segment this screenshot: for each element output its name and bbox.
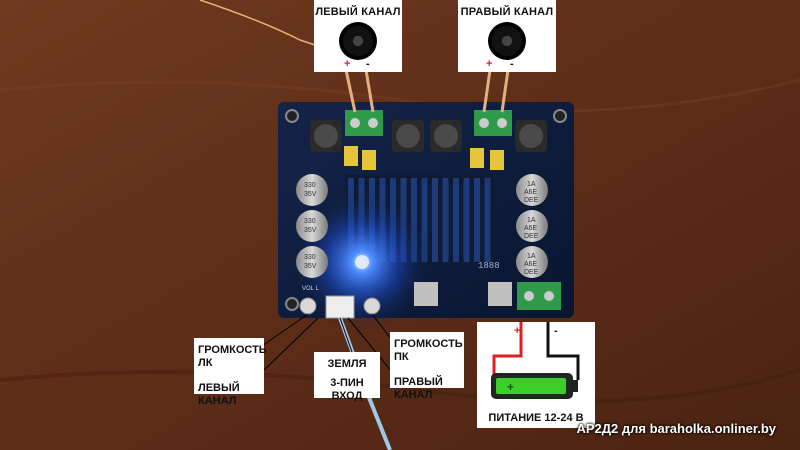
input-label-box: ЗЕМЛЯ 3-ПИН ВХОД	[314, 352, 380, 402]
film-capacitor	[344, 146, 358, 166]
svg-text:1A: 1A	[527, 217, 536, 224]
svg-text:1A: 1A	[527, 181, 536, 188]
film-capacitor	[490, 150, 504, 170]
power-plus-sign: +	[514, 325, 520, 337]
film-capacitor	[362, 150, 376, 170]
power-label: ПИТАНИЕ 12-24 В	[488, 412, 584, 424]
mount-hole	[285, 109, 299, 123]
small-heatsink	[414, 282, 438, 306]
right-speaker-label-box: ПРАВЫЙ КАНАЛ + -	[458, 0, 556, 72]
inductor	[392, 120, 424, 152]
wood-grain	[0, 78, 800, 113]
power-terminal	[517, 282, 561, 310]
right-speaker-icon	[488, 22, 526, 60]
heatsink-fin	[484, 178, 491, 262]
leader-line	[261, 313, 309, 347]
right-speaker-title: ПРАВЫЙ КАНАЛ	[460, 6, 554, 18]
svg-text:1A: 1A	[527, 253, 536, 260]
svg-text:A6E: A6E	[524, 189, 538, 196]
power-wire-red	[492, 322, 523, 380]
inductor	[310, 120, 342, 152]
inductor	[430, 120, 462, 152]
svg-text:DEE: DEE	[524, 233, 539, 240]
heatsink-fin	[442, 178, 449, 262]
input-3pin-label: 3-ПИН ВХОД	[330, 377, 364, 402]
svg-text:35V: 35V	[304, 227, 317, 234]
electrolytic-capacitor: 330 35V	[296, 174, 328, 206]
svg-text:330: 330	[304, 182, 316, 189]
volume-left-knob	[299, 297, 317, 315]
electrolytic-capacitor: 1A A6E DEE	[516, 174, 548, 206]
left-speaker-wire-plus	[344, 69, 357, 113]
svg-text:A6E: A6E	[524, 225, 538, 232]
small-heatsink	[488, 282, 512, 306]
ground-label: ЗЕМЛЯ	[327, 358, 367, 370]
wood-grain	[0, 368, 800, 404]
thin-wire	[199, 0, 331, 51]
svg-text:DEE: DEE	[524, 269, 539, 276]
svg-text:A6E: A6E	[524, 261, 538, 268]
right-speaker-wire-minus	[500, 69, 510, 113]
input-connector-3pin	[325, 295, 355, 319]
heatsink-fin	[463, 178, 470, 262]
heatsink-fin	[432, 178, 438, 262]
volume-right-label-box: ГРОМКОСТЬ ПК ПРАВЫЙ КАНАЛ	[390, 332, 464, 401]
heatsink-fin	[474, 178, 480, 262]
volume-left-label: ГРОМКОСТЬ ЛК	[198, 344, 267, 369]
volume-left-label-box: ГРОМКОСТЬ ЛК ЛЕВЫЙ КАНАЛ	[194, 338, 267, 407]
electrolytic-capacitor: 1A A6E DEE	[516, 210, 548, 242]
leader-line	[339, 317, 353, 353]
power-minus-sign: -	[554, 325, 558, 337]
leader-line	[261, 317, 319, 373]
vol-marking: VOL L	[302, 286, 319, 292]
volume-right-knob	[363, 297, 381, 315]
svg-text:DEE: DEE	[524, 197, 539, 204]
right-speaker-plus: +	[486, 58, 493, 70]
volume-right-label: ГРОМКОСТЬ ПК	[394, 338, 463, 363]
film-capacitor	[470, 148, 484, 168]
left-speaker-terminal	[345, 110, 383, 136]
svg-text:35V: 35V	[304, 263, 317, 270]
power-led	[355, 255, 369, 269]
heatsink-fin	[421, 178, 428, 262]
electrolytic-capacitor: 1A A6E DEE	[516, 246, 548, 278]
leader-line	[371, 313, 393, 341]
left-speaker-plus: +	[344, 58, 351, 70]
left-speaker-icon	[339, 22, 377, 60]
leader-line	[347, 317, 393, 373]
svg-text:330: 330	[304, 254, 316, 261]
svg-text:+: +	[507, 380, 514, 394]
svg-text:35V: 35V	[304, 191, 317, 198]
left-speaker-label-box: ЛЕВЫЙ КАНАЛ + -	[314, 0, 402, 72]
mount-hole	[553, 109, 567, 123]
power-wire-black	[546, 322, 580, 380]
electrolytic-capacitor: 330 35V	[296, 210, 328, 242]
left-speaker-title: ЛЕВЫЙ КАНАЛ	[315, 6, 401, 18]
right-speaker-wire-plus	[482, 69, 492, 113]
heatsink-fin	[453, 178, 459, 262]
inductor	[515, 120, 547, 152]
mount-hole	[285, 297, 299, 311]
right-channel-label: ПРАВЫЙ КАНАЛ	[394, 376, 443, 401]
battery-icon: +	[491, 373, 578, 399]
left-speaker-minus: -	[366, 58, 370, 70]
chip-marking: 1888	[478, 261, 500, 271]
right-speaker-terminal	[474, 110, 512, 136]
svg-text:330: 330	[304, 218, 316, 225]
right-speaker-minus: -	[510, 58, 514, 70]
left-channel-label: ЛЕВЫЙ КАНАЛ	[198, 382, 240, 407]
watermark: АР2Д2 для baraholka.onliner.by	[576, 421, 776, 436]
left-speaker-wire-minus	[364, 69, 375, 113]
electrolytic-capacitor: 330 35V	[296, 246, 328, 278]
